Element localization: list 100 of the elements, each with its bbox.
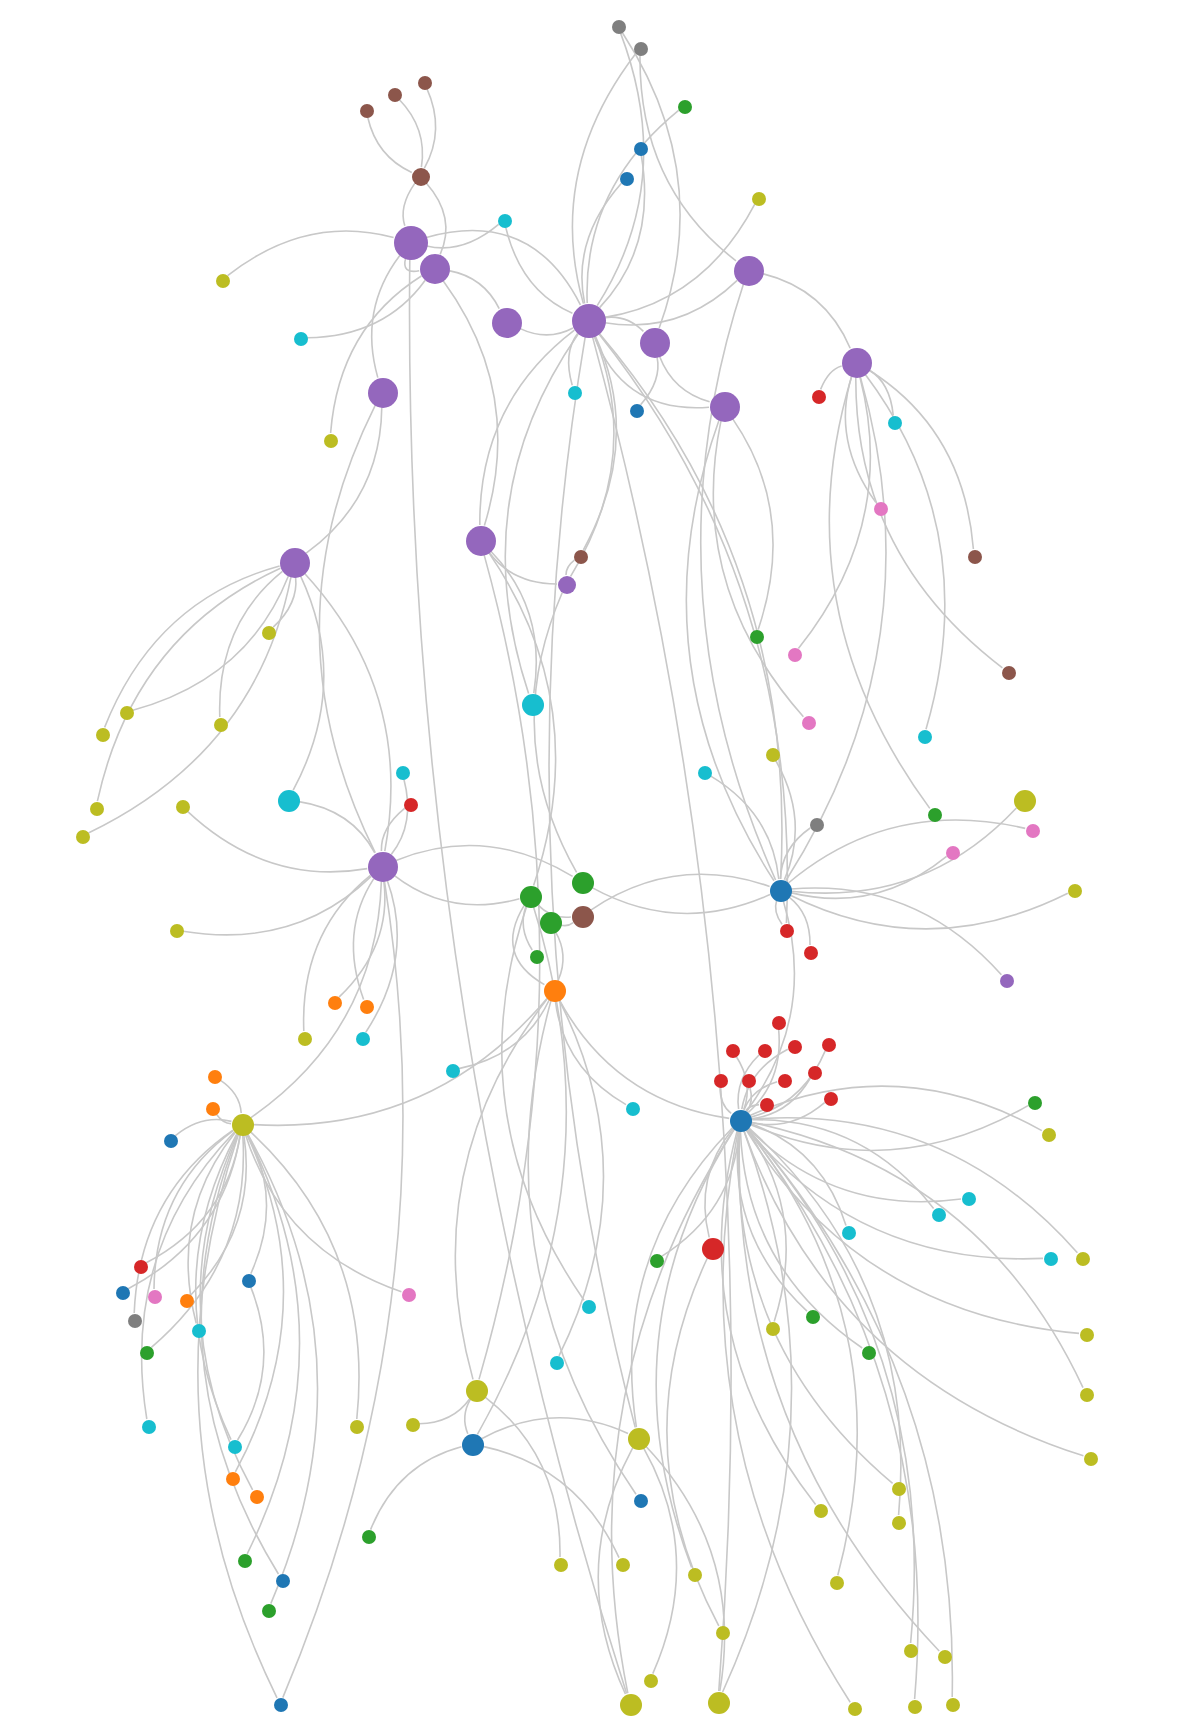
network-node xyxy=(639,327,669,357)
network-node xyxy=(127,1313,141,1327)
network-edge xyxy=(197,1133,278,1699)
network-edge xyxy=(194,1133,238,1441)
network-node xyxy=(841,1225,855,1239)
network-node xyxy=(405,1417,419,1431)
network-node xyxy=(765,747,779,761)
network-node xyxy=(179,1293,193,1307)
network-node xyxy=(133,1259,147,1273)
network-edge xyxy=(741,1048,789,1110)
network-edge xyxy=(390,778,409,855)
network-edge xyxy=(582,334,618,551)
network-edge xyxy=(425,223,500,249)
network-node xyxy=(497,213,511,227)
network-node xyxy=(697,765,711,779)
network-node xyxy=(205,1101,219,1115)
network-edge xyxy=(790,887,1003,976)
network-edge xyxy=(749,1049,827,1118)
network-edge xyxy=(404,257,420,273)
network-node xyxy=(945,1697,959,1711)
network-edge xyxy=(423,87,437,169)
network-edge xyxy=(699,283,777,881)
network-edge xyxy=(655,1128,735,1569)
network-edge xyxy=(591,335,732,1692)
network-node xyxy=(629,403,643,417)
network-node xyxy=(891,1515,905,1529)
network-node xyxy=(571,303,605,337)
network-edge xyxy=(571,52,637,305)
network-node xyxy=(141,1419,155,1433)
network-node xyxy=(1079,1327,1093,1341)
network-node xyxy=(419,253,449,283)
network-node xyxy=(611,19,625,33)
network-edge xyxy=(558,998,730,1120)
network-edge xyxy=(369,1446,463,1531)
network-node xyxy=(1041,1127,1055,1141)
network-edge xyxy=(658,355,711,403)
network-edge xyxy=(761,272,851,349)
network-node xyxy=(927,807,941,821)
network-node xyxy=(241,1273,255,1287)
network-edge xyxy=(487,551,557,887)
network-edge xyxy=(789,855,948,900)
network-edge xyxy=(252,997,548,1127)
network-node xyxy=(553,1557,567,1571)
network-edge xyxy=(302,874,372,1032)
network-edge xyxy=(306,279,426,339)
network-edge xyxy=(743,1129,1085,1457)
network-node xyxy=(293,331,307,345)
network-node xyxy=(215,273,229,287)
network-edge xyxy=(127,1134,241,1290)
network-edge xyxy=(504,333,579,695)
network-edge xyxy=(749,1122,847,1227)
network-node xyxy=(571,905,593,927)
network-edge xyxy=(409,258,628,1695)
network-node xyxy=(163,1133,177,1147)
network-node xyxy=(465,525,495,555)
network-node xyxy=(327,995,341,1009)
network-node xyxy=(401,1287,415,1301)
network-edge xyxy=(868,369,975,550)
network-edge xyxy=(597,1446,634,1695)
network-edge xyxy=(352,877,375,1001)
network-edge xyxy=(395,844,574,878)
network-node xyxy=(1043,1251,1057,1265)
network-node xyxy=(891,1481,905,1495)
network-edge xyxy=(338,880,386,998)
network-node xyxy=(811,389,825,403)
network-node xyxy=(931,1207,945,1221)
network-edge xyxy=(182,875,372,936)
network-node xyxy=(707,1691,729,1713)
network-edge xyxy=(750,1101,826,1126)
network-edge xyxy=(598,154,646,309)
network-edge xyxy=(704,1127,734,1239)
network-edge xyxy=(226,230,395,277)
network-node xyxy=(619,1693,641,1715)
network-node xyxy=(873,501,887,515)
network-edge xyxy=(484,1396,561,1558)
network-edge xyxy=(787,819,1026,884)
network-node xyxy=(417,75,431,89)
network-node xyxy=(387,87,401,101)
network-node xyxy=(619,171,633,185)
network-edge xyxy=(366,116,413,174)
network-node xyxy=(715,1625,729,1639)
network-node xyxy=(677,99,691,113)
network-edge xyxy=(745,1128,1080,1335)
network-edge xyxy=(779,827,811,880)
network-edge xyxy=(565,559,576,576)
network-edge xyxy=(454,998,548,1381)
network-node xyxy=(999,973,1013,987)
network-edge xyxy=(855,376,1004,669)
network-edge xyxy=(747,1126,902,1516)
network-node xyxy=(937,1649,951,1663)
network-edge xyxy=(630,1127,734,1428)
network-node xyxy=(713,1073,727,1087)
network-node xyxy=(261,625,275,639)
network-node xyxy=(147,1289,161,1303)
network-node xyxy=(529,949,543,963)
network-node xyxy=(359,103,373,117)
network-edge xyxy=(87,576,292,834)
network-node xyxy=(1001,665,1015,679)
network-edge xyxy=(236,1285,265,1441)
network-edge xyxy=(639,54,737,262)
